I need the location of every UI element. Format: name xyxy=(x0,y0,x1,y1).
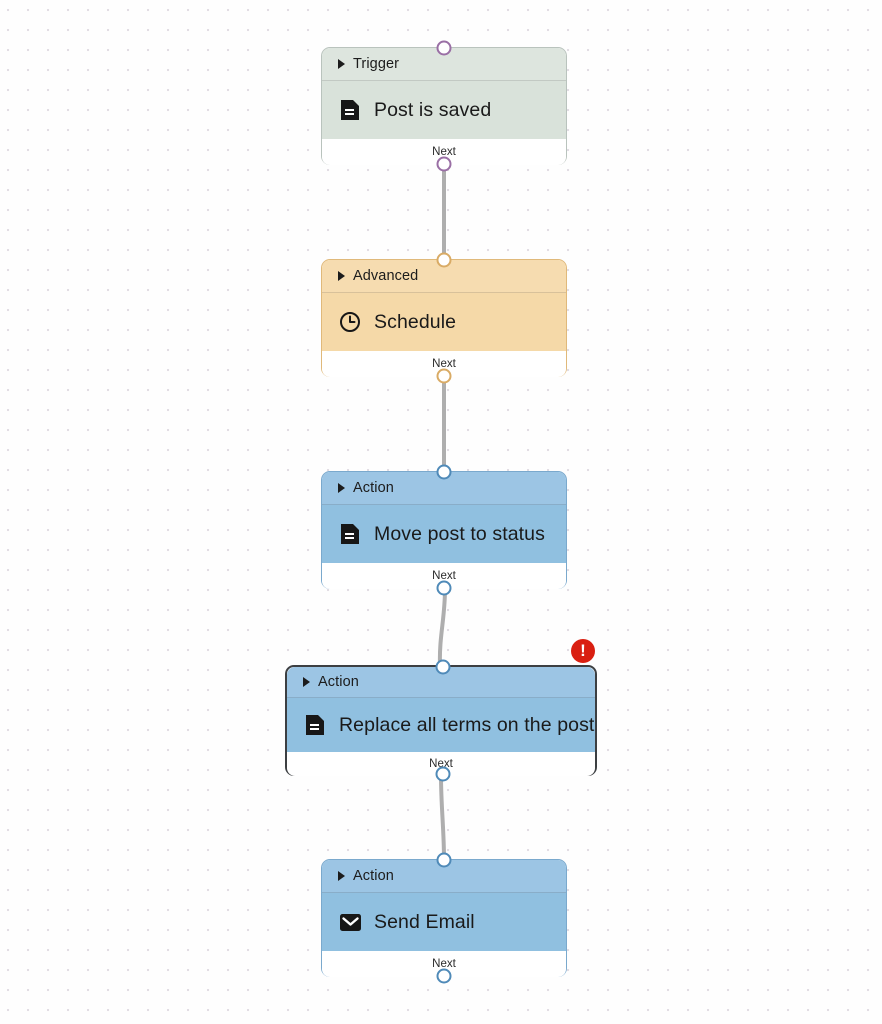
node-header[interactable]: Advanced xyxy=(322,260,566,293)
node-output-port[interactable] xyxy=(436,156,452,172)
document-icon xyxy=(338,98,362,122)
node-output-port[interactable] xyxy=(436,580,452,596)
node-kind-label: Trigger xyxy=(353,56,400,72)
node-output-port[interactable] xyxy=(435,766,451,782)
error-badge[interactable]: ! xyxy=(571,639,595,663)
error-exclamation-icon: ! xyxy=(580,640,586,660)
workflow-node-action-move-post-to-status[interactable]: Action Move post to status Next xyxy=(321,464,567,596)
node-title: Move post to status xyxy=(374,522,545,545)
node-inner: Trigger Post is saved Next xyxy=(322,48,566,165)
node-title: Post is saved xyxy=(374,98,492,121)
node-body[interactable]: Send Email xyxy=(322,893,566,951)
node-input-port[interactable] xyxy=(436,40,452,56)
workflow-node-action-send-email[interactable]: Action Send Email Next xyxy=(321,852,567,984)
node-output-port[interactable] xyxy=(436,968,452,984)
expand-caret-icon[interactable] xyxy=(303,677,310,687)
workflow-node-action-replace-all-terms-on-the-post[interactable]: Action Replace all terms on the post Nex… xyxy=(285,659,597,782)
node-inner: Action Move post to status Next xyxy=(322,472,566,589)
node-input-port[interactable] xyxy=(436,464,452,480)
node-body[interactable]: Schedule xyxy=(322,293,566,351)
node-input-port[interactable] xyxy=(435,659,451,675)
node-title: Send Email xyxy=(374,910,475,933)
node-input-port[interactable] xyxy=(436,852,452,868)
node-output-port[interactable] xyxy=(436,368,452,384)
node-footer-label: Next xyxy=(432,570,456,582)
workflow-node-advanced-schedule[interactable]: Advanced Schedule Next xyxy=(321,252,567,384)
node-kind-label: Action xyxy=(353,868,394,884)
expand-caret-icon[interactable] xyxy=(338,871,345,881)
expand-caret-icon[interactable] xyxy=(338,483,345,493)
expand-caret-icon[interactable] xyxy=(338,271,345,281)
clock-icon xyxy=(338,310,362,334)
node-kind-label: Advanced xyxy=(353,268,419,284)
node-body[interactable]: Move post to status xyxy=(322,505,566,563)
node-title: Replace all terms on the post xyxy=(339,713,595,736)
node-inner: Action Send Email Next xyxy=(322,860,566,977)
expand-caret-icon[interactable] xyxy=(338,59,345,69)
document-icon xyxy=(303,713,327,737)
edge-move-post-to-replace-terms xyxy=(437,587,447,667)
node-body[interactable]: Replace all terms on the post xyxy=(287,698,595,752)
node-kind-label: Action xyxy=(318,674,359,690)
document-icon xyxy=(338,522,362,546)
node-footer-label: Next xyxy=(432,146,456,158)
node-input-port[interactable] xyxy=(436,252,452,268)
edge-replace-terms-to-send-email xyxy=(439,774,446,861)
envelope-icon xyxy=(338,910,362,934)
node-footer-label: Next xyxy=(432,958,456,970)
node-body[interactable]: Post is saved xyxy=(322,81,566,139)
node-footer-label: Next xyxy=(432,358,456,370)
node-kind-label: Action xyxy=(353,480,394,496)
node-inner: Advanced Schedule Next xyxy=(322,260,566,377)
node-title: Schedule xyxy=(374,310,457,333)
workflow-node-trigger-post-is-saved[interactable]: Trigger Post is saved Next xyxy=(321,40,567,172)
node-inner: Action Replace all terms on the post Nex… xyxy=(287,667,595,776)
